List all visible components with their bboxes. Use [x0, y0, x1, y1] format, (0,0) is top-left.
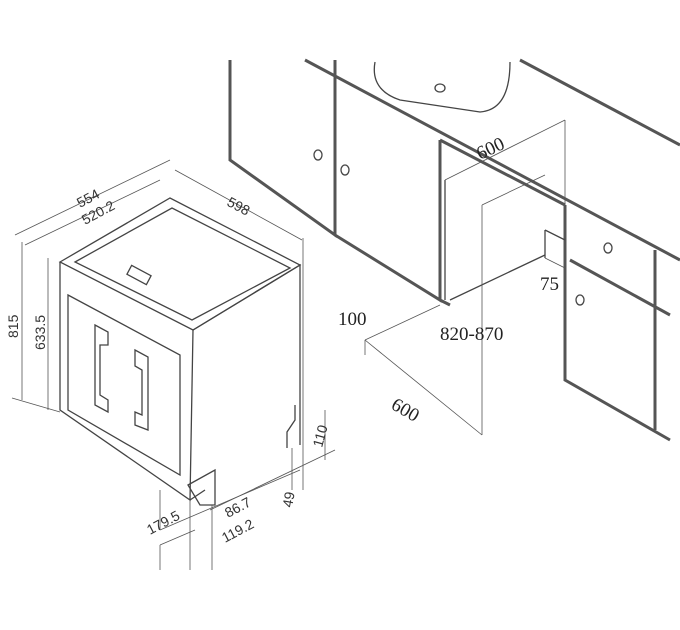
handle-icon [126, 264, 152, 286]
dim-foot-offset-2: 119.2 [219, 515, 257, 545]
cabinet-knob-icon [313, 149, 323, 161]
dim-plinth-depth: 49 [279, 490, 297, 508]
dim-toe-kick: 75 [540, 274, 559, 295]
sink-drain-icon [434, 83, 446, 93]
dishwasher-drawing [11, 159, 336, 570]
cabinet-knob-icon [603, 242, 613, 254]
dim-niche-height: 820-870 [440, 324, 503, 345]
kitchen-cabinets [228, 58, 680, 442]
dim-height-door: 633.5 [32, 315, 48, 350]
cabinet-knob-icon [575, 294, 585, 306]
cabinet-knob-icon [340, 164, 350, 176]
dim-niche-depth: 600 [388, 394, 423, 426]
dim-plinth-depth-niche: 100 [338, 309, 367, 330]
dim-door-offset: 179.5 [144, 507, 183, 538]
dim-width: 598 [225, 194, 253, 219]
dim-height-overall: 815 [5, 314, 21, 338]
dim-plinth-height: 110 [309, 423, 330, 449]
